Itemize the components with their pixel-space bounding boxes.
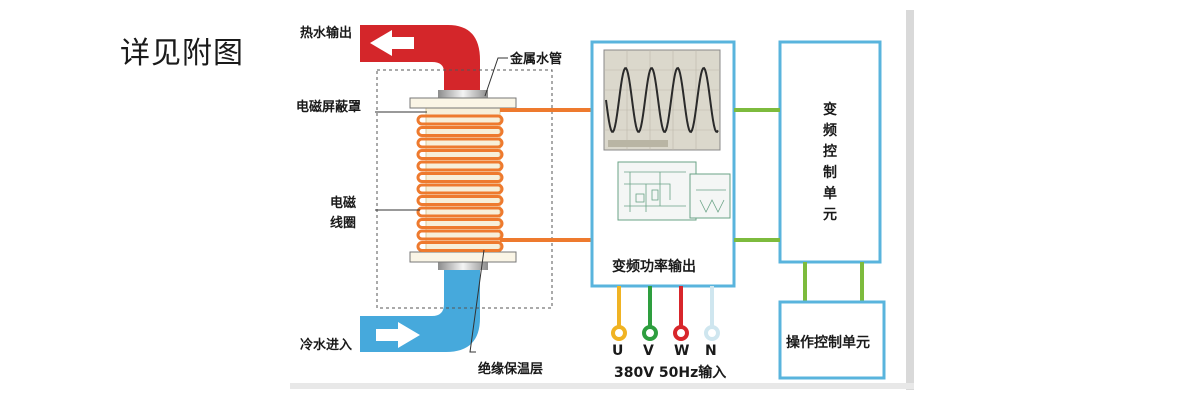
bottom-flange	[409, 251, 517, 263]
power-terminals	[611, 286, 720, 341]
coil-label-line1: 电磁	[330, 196, 357, 211]
inverter-control-title: 变频控制单元	[823, 102, 837, 223]
operation-control-title: 操作控制单元	[786, 335, 870, 351]
cold-water-input-label: 冷水进入	[300, 338, 353, 353]
top-flange	[409, 97, 517, 109]
insulation-label: 绝缘保温层	[478, 362, 544, 377]
coil-turn	[416, 241, 504, 252]
circuit-schematic	[617, 161, 731, 221]
inverter-control-box	[778, 40, 882, 264]
coil-turn	[416, 183, 504, 195]
coil-turn	[416, 206, 504, 218]
terminal-label-u: U	[612, 343, 624, 359]
hot-water-output-label: 热水输出	[300, 26, 353, 41]
oscilloscope-grid	[604, 50, 720, 150]
terminal-ring-v	[642, 325, 658, 341]
terminal-label-w: W	[674, 343, 690, 359]
leader-metal-pipe	[484, 57, 508, 97]
coil-turn	[416, 137, 504, 149]
electromagnetic-shield	[376, 69, 553, 309]
terminal-ring-u	[611, 325, 627, 341]
oscilloscope-screen	[603, 49, 721, 151]
coil-turn	[416, 195, 504, 206]
power-input-label: 380V 50Hz输入	[614, 365, 727, 381]
panel-bottom-edge	[290, 383, 914, 389]
induction-coil	[416, 114, 504, 252]
page-heading: 详见附图	[120, 36, 244, 71]
terminal-ring-n	[704, 325, 720, 341]
panel-right-edge	[906, 10, 914, 390]
oscilloscope-readout	[608, 140, 668, 147]
terminal-ring-w	[673, 325, 689, 341]
power-output-title: 变频功率输出	[612, 259, 696, 275]
coil-turn	[416, 172, 504, 183]
shield-label: 电磁屏蔽罩	[296, 100, 362, 115]
leader-insulation	[469, 249, 485, 353]
metal-pipe-label: 金属水管	[510, 52, 563, 67]
coil-label-line2: 线圈	[330, 216, 357, 231]
cold-water-arrow-icon	[376, 322, 420, 348]
operation-control-box	[778, 300, 886, 380]
coil-turn	[416, 218, 504, 229]
coil-turn	[416, 229, 504, 241]
coil-turn	[416, 160, 504, 172]
terminal-label-v: V	[643, 343, 654, 359]
coil-turn	[416, 114, 504, 126]
coil-turn	[416, 149, 504, 160]
coil-turn	[416, 126, 504, 137]
sine-waveform	[605, 66, 719, 134]
hot-water-arrow-icon	[370, 30, 414, 56]
terminal-label-n: N	[705, 343, 717, 359]
